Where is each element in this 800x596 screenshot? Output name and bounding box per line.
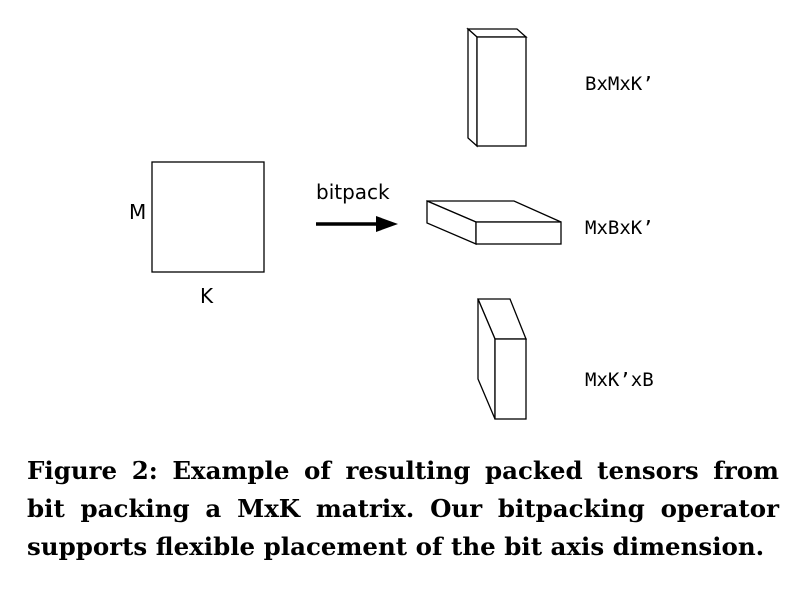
matrix-row-label: M bbox=[129, 200, 146, 224]
tensor-bxmxk-label: BxMxK’ bbox=[585, 73, 654, 95]
source-matrix bbox=[151, 161, 265, 273]
bitpack-diagram: M K bitpack BxMxK’ MxBxK’ MxK’xB bbox=[129, 27, 654, 420]
matrix-col-label: K bbox=[200, 284, 214, 308]
tensor-mxbxk-label: MxBxK’ bbox=[585, 217, 654, 239]
tensor-mxkxb-label: MxK’xB bbox=[585, 369, 654, 391]
bitpack-label: bitpack bbox=[316, 180, 390, 204]
tensor-bxmxk bbox=[466, 27, 528, 148]
tensor-mxbxk bbox=[426, 200, 562, 245]
figure-caption: Figure 2: Example of resulting packed te… bbox=[27, 456, 779, 561]
bitpack-arrow bbox=[316, 216, 398, 232]
tensor-mxkxb bbox=[477, 298, 527, 420]
